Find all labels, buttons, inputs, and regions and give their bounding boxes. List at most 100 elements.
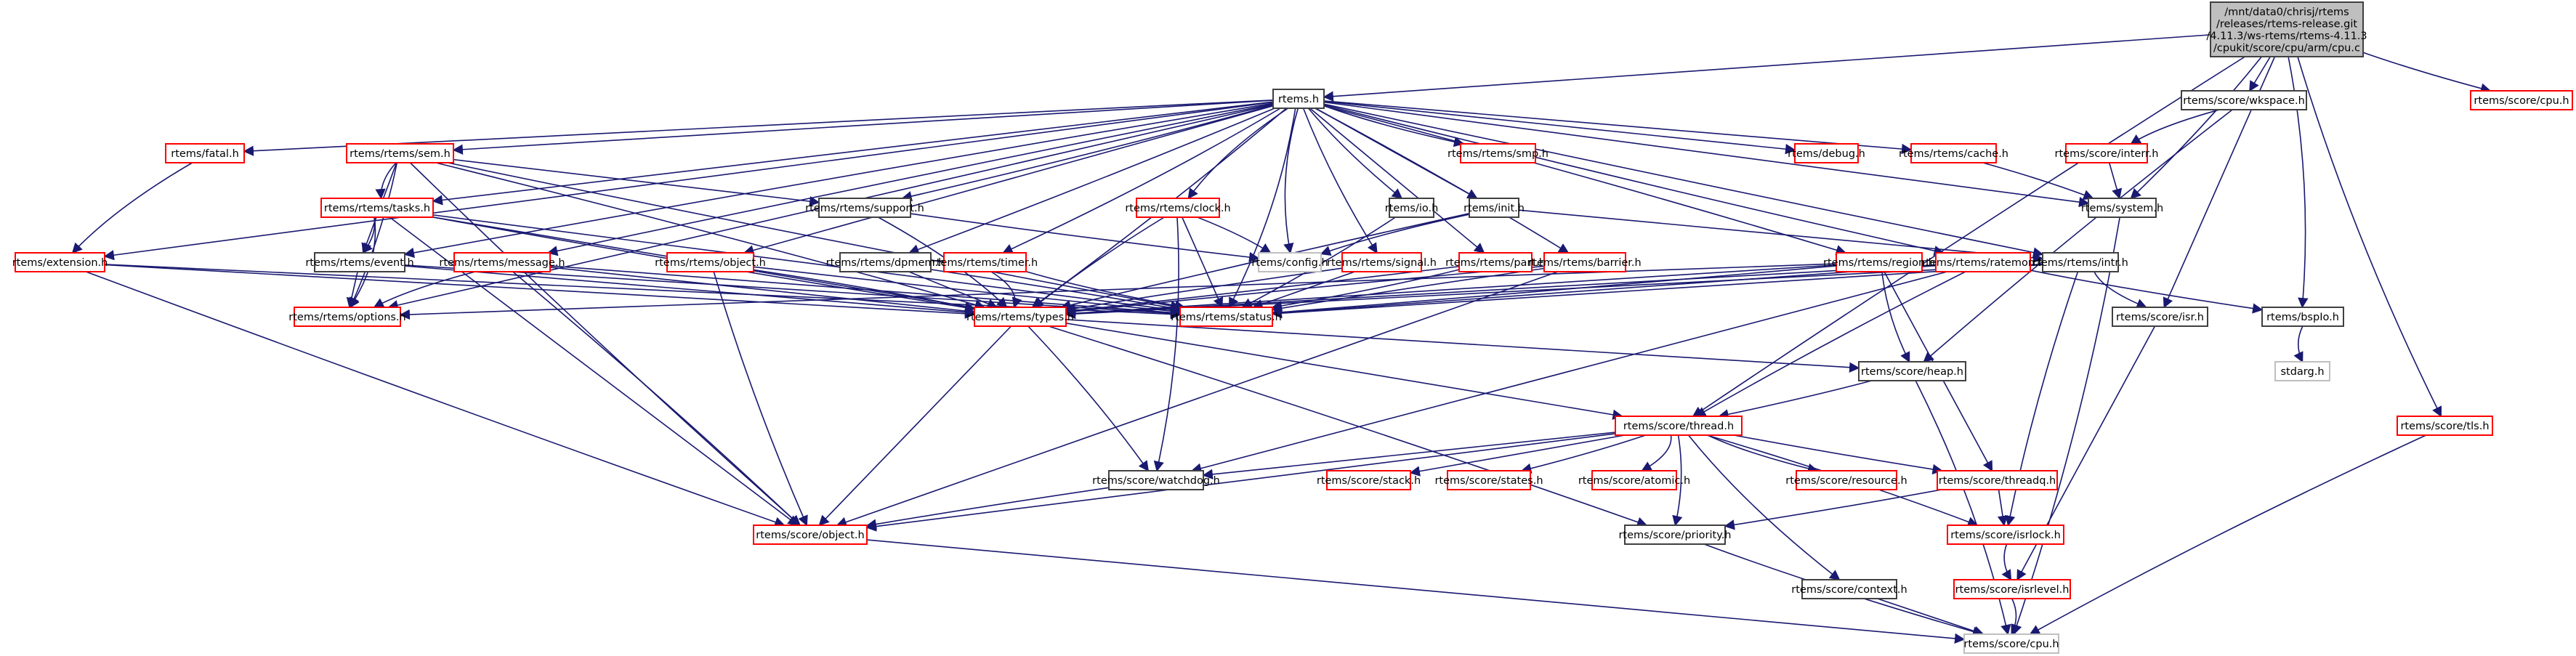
node-box — [320, 198, 434, 218]
node-label: rtems/rtems/tasks.h — [324, 203, 430, 214]
node-label: rtems/score/tls.h — [2400, 421, 2489, 432]
node-isrlock[interactable]: rtems/score/isrlock.h — [1947, 525, 2064, 545]
edge-sem-to-status — [448, 162, 1182, 312]
edge-isrlock-to-isrlevel — [2001, 543, 2012, 581]
node-debug[interactable]: rtems/debug.h — [1788, 143, 1865, 163]
node-label: rtems/rtems/status.h — [1171, 312, 1282, 323]
node-object_s[interactable]: rtems/score/object.h — [753, 525, 868, 545]
edge-init-to-intr — [1518, 209, 2044, 264]
edge-rtems_h-to-message — [546, 103, 1274, 256]
node-context[interactable]: rtems/score/context.h — [1791, 579, 1907, 599]
node-fatal[interactable]: rtems/fatal.h — [165, 143, 245, 163]
node-bspio[interactable]: rtems/bspIo.h — [2261, 307, 2344, 327]
node-label: /mnt/data0/chrisj/rtems — [2224, 7, 2349, 18]
node-label: rtems/rtems/barrier.h — [1528, 257, 1641, 269]
node-message[interactable]: rtems/rtems/message.h — [439, 252, 565, 272]
node-box — [1615, 416, 1743, 436]
node-label: rtems/rtems/message.h — [439, 257, 565, 269]
node-states[interactable]: rtems/score/states.h — [1434, 470, 1543, 490]
edge-rtems_h-to-config — [1283, 108, 1299, 254]
edge-root-to-thread — [1692, 56, 2245, 417]
node-threadq[interactable]: rtems/score/threadq.h — [1937, 470, 2058, 490]
node-intr[interactable]: rtems/rtems/intr.h — [2032, 252, 2128, 272]
node-isrlevel[interactable]: rtems/score/isrlevel.h — [1953, 579, 2071, 599]
node-label: rtems/score/stack.h — [1317, 475, 1421, 487]
edge-threadq-to-priority — [1724, 489, 1942, 530]
node-dpmem[interactable]: rtems/rtems/dpmem.h — [826, 252, 945, 272]
node-init[interactable]: rtems/init.h — [1463, 198, 1525, 218]
edge-rtems_h-to-part — [1309, 108, 1485, 254]
node-tls[interactable]: rtems/score/tls.h — [2397, 416, 2493, 436]
node-rtems_h[interactable]: rtems.h — [1272, 89, 1325, 109]
node-label: rtems/init.h — [1463, 203, 1525, 214]
node-system[interactable]: rtems/system.h — [2081, 198, 2163, 218]
node-thread[interactable]: rtems/score/thread.h — [1615, 416, 1743, 436]
node-atomic[interactable]: rtems/score/atomic.h — [1578, 470, 1690, 490]
node-box — [1801, 579, 1897, 599]
node-signal[interactable]: rtems/rtems/signal.h — [1327, 252, 1437, 272]
node-tasks[interactable]: rtems/rtems/tasks.h — [320, 198, 434, 218]
node-cache[interactable]: rtems/rtems/cache.h — [1899, 143, 2008, 163]
node-score_cpu_top[interactable]: rtems/score/cpu.h — [2470, 90, 2573, 110]
edge-root-to-rtems_h — [1323, 34, 2211, 102]
node-priority[interactable]: rtems/score/priority.h — [1618, 525, 1732, 545]
node-label: rtems/rtems/sem.h — [350, 148, 451, 160]
node-interr[interactable]: rtems/score/interr.h — [2055, 143, 2159, 163]
edge-rtems_h-to-timer — [1002, 108, 1281, 254]
node-label: rtems/rtems/clock.h — [1125, 203, 1230, 214]
edge-event-to-types — [404, 265, 976, 317]
edge-tasks-to-status — [432, 214, 1182, 315]
node-extension[interactable]: rtems/extension.h — [12, 252, 108, 272]
edge-timer-to-types — [990, 271, 1022, 309]
node-sem[interactable]: rtems/rtems/sem.h — [346, 143, 454, 163]
node-timer[interactable]: rtems/rtems/timer.h — [932, 252, 1038, 272]
node-box — [2042, 252, 2119, 272]
edge-thread-to-object_s — [865, 433, 1616, 532]
edge-tls-to-cpu_bottom — [2029, 434, 2426, 635]
node-status[interactable]: rtems/rtems/status.h — [1171, 307, 1282, 327]
edge-rtems_h-to-dpmem — [908, 108, 1275, 255]
node-event[interactable]: rtems/rtems/event.h — [305, 252, 414, 272]
edge-message-to-options — [373, 271, 476, 308]
edge-tasks-to-object_s — [389, 216, 799, 526]
node-ratemon[interactable]: rtems/rtems/ratemon.h — [1921, 252, 2045, 272]
node-isr[interactable]: rtems/score/isr.h — [2112, 307, 2208, 327]
node-part[interactable]: rtems/rtems/part.h — [1445, 252, 1546, 272]
node-object_r[interactable]: rtems/rtems/object.h — [655, 252, 766, 272]
node-support[interactable]: rtems/rtems/support.h — [805, 198, 924, 218]
edge-fatal-to-extension — [71, 162, 193, 254]
node-clock[interactable]: rtems/rtems/clock.h — [1125, 198, 1231, 218]
edge-root-to-bspio — [2288, 56, 2309, 309]
edge-barrier-to-object_s — [836, 271, 1559, 527]
edge-rtems_h-to-extension — [103, 101, 1274, 261]
node-box — [1389, 198, 1434, 218]
edge-thread-to-stack — [1409, 434, 1626, 477]
node-label: rtems/score/watchdog.h — [1092, 475, 1220, 487]
edge-rtems_h-to-tasks — [432, 101, 1274, 206]
node-config: rtems/config.h — [1251, 252, 1328, 272]
node-io[interactable]: rtems/io.h — [1385, 198, 1439, 218]
node-label: rtems/rtems/types.h — [966, 312, 1074, 323]
edge-signal-to-types — [1065, 267, 1343, 314]
node-options[interactable]: rtems/rtems/options.h — [288, 307, 406, 327]
edge-dpmem-to-types — [908, 271, 998, 309]
node-wkspace[interactable]: rtems/score/wkspace.h — [2181, 90, 2307, 110]
edge-thread-to-context — [1687, 434, 1841, 580]
edge-cache-to-system — [1982, 162, 2094, 201]
node-region[interactable]: rtems/rtems/region.h — [1823, 252, 1935, 272]
node-types[interactable]: rtems/rtems/types.h — [966, 307, 1074, 327]
node-stack[interactable]: rtems/score/stack.h — [1317, 470, 1421, 490]
edge-wkspace-to-heap — [1923, 109, 2233, 363]
node-box — [666, 252, 754, 272]
edge-root-to-tls — [2297, 56, 2442, 418]
edge-rtems_h-to-cache — [1323, 100, 1913, 155]
node-resource[interactable]: rtems/score/resource.h — [1785, 470, 1907, 490]
node-barrier[interactable]: rtems/rtems/barrier.h — [1528, 252, 1642, 272]
node-root[interactable]: /mnt/data0/chrisj/rtems/releases/rtems-r… — [2206, 1, 2367, 57]
node-smp[interactable]: rtems/rtems/smp.h — [1448, 143, 1549, 163]
node-heap[interactable]: rtems/score/heap.h — [1858, 361, 1966, 381]
node-box — [2181, 90, 2307, 110]
edge-system-to-cpu_bottom — [2011, 216, 2120, 636]
node-watchdog[interactable]: rtems/score/watchdog.h — [1092, 470, 1220, 490]
node-box — [1937, 470, 2058, 490]
